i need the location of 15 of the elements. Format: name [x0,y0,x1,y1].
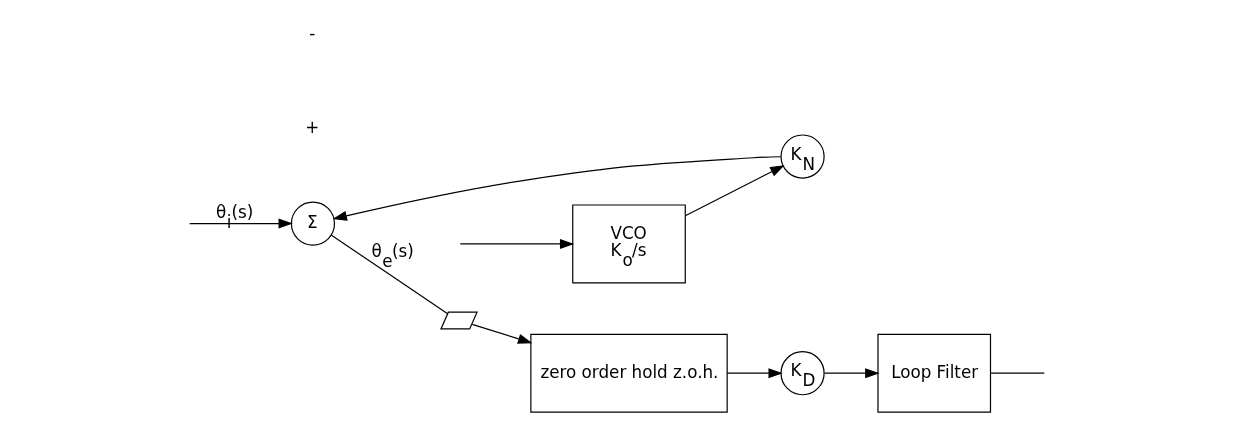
label: - [309,22,316,43]
label: + [305,117,320,138]
connector [989,372,1045,374]
node-box: zero order hold z.o.h. [530,333,728,413]
node-circle: Σ [290,201,336,246]
arrow [726,368,783,379]
connector [330,234,449,315]
arrow [823,368,880,379]
arrow [684,165,785,217]
arrow [189,218,293,229]
arrow [332,156,782,221]
node-switch [440,311,478,330]
arrow [471,323,533,344]
arrow [459,238,575,249]
node-box: Loop Filter [877,333,992,413]
